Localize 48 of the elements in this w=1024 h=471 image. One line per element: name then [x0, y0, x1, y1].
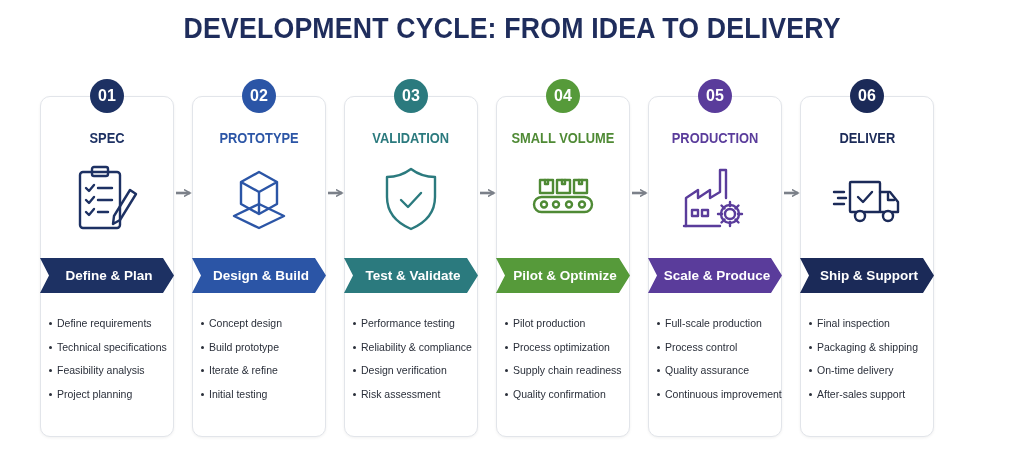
bullet-text: Risk assessment: [361, 387, 441, 401]
stage-banner: Test & Validate: [344, 258, 478, 293]
stage-heading: PROTOTYPE: [219, 130, 299, 146]
bullet-text: Supply chain readiness: [513, 364, 622, 378]
step-number-badge: 01: [90, 79, 124, 113]
arrow: [176, 189, 191, 197]
arrow: [480, 189, 495, 197]
step-number-badge: 06: [850, 79, 884, 113]
bullet-text: Packaging & shipping: [817, 340, 918, 354]
bullet-text: Process control: [665, 340, 738, 354]
bullet-text: On-time delivery: [817, 364, 894, 378]
step-number-badge: 02: [242, 79, 276, 113]
bullet-text: Define requirements: [57, 317, 152, 331]
step-number-badge: 04: [546, 79, 580, 113]
bullet-text: Process optimization: [513, 340, 610, 354]
bullet-text: Feasibility analysis: [57, 364, 145, 378]
bullet-text: Continuous improvement: [665, 387, 782, 401]
stage-heading: PRODUCTION: [671, 130, 759, 146]
stage-banner: Define & Plan: [40, 258, 174, 293]
stage-heading: DELIVER: [839, 130, 895, 146]
bullet-text: Initial testing: [209, 387, 268, 401]
bullet-text: Performance testing: [361, 317, 455, 331]
bullet-text: Build prototype: [209, 340, 280, 354]
stage-banner: Ship & Support: [800, 258, 934, 293]
stage-heading: SMALL VOLUME: [511, 130, 615, 146]
bullet-text: Full-scale production: [665, 317, 762, 331]
stage-heading: VALIDATION: [372, 130, 450, 146]
bullet-text: Concept design: [209, 317, 282, 331]
step-number-badge: 03: [394, 79, 428, 113]
bullet-text: Quality assurance: [665, 364, 750, 378]
diagram-title: DEVELOPMENT CYCLE: FROM IDEA TO DELIVERY: [183, 12, 841, 45]
arrow: [784, 189, 799, 197]
bullet-text: Pilot production: [513, 317, 586, 331]
bullet-text: Final inspection: [817, 317, 890, 331]
arrow: [632, 189, 647, 197]
bullet-text: After-sales support: [817, 387, 906, 401]
bullet-text: Quality confirmation: [513, 387, 606, 401]
bullet-text: Design verification: [361, 364, 447, 378]
arrow: [328, 189, 343, 197]
bullet-text: Technical specifications: [57, 340, 167, 354]
bullet-text: Reliability & compliance: [361, 340, 472, 354]
stage-banner: Design & Build: [192, 258, 326, 293]
stage-heading: SPEC: [89, 130, 125, 146]
stage-banner: Scale & Produce: [648, 258, 782, 293]
step-number-badge: 05: [698, 79, 732, 113]
bullet-text: Iterate & refine: [209, 364, 278, 378]
stage-banner: Pilot & Optimize: [496, 258, 630, 293]
bullet-text: Project planning: [57, 387, 133, 401]
